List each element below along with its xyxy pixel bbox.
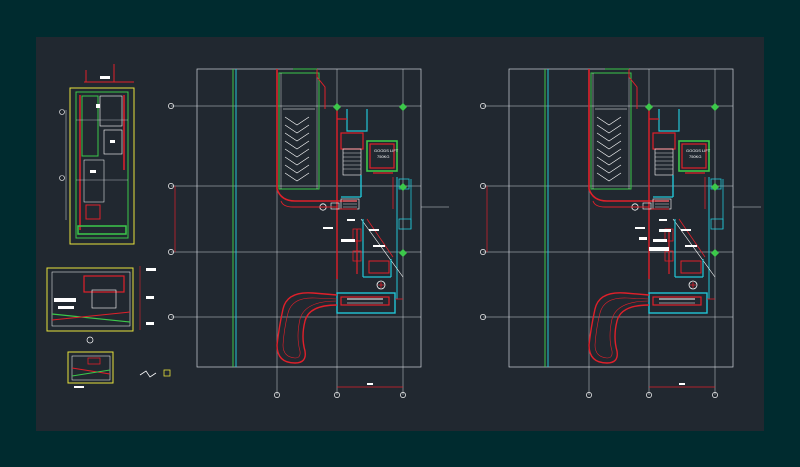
detail-thumbnail-tall: [59, 64, 135, 245]
plan-left-lift-capacity: 750KG: [377, 154, 389, 159]
detail-thumbnail-wide: [46, 266, 156, 344]
plan-right-lift-capacity: 750KG: [689, 154, 701, 159]
drawing-sheet: [36, 37, 764, 431]
detail-thumbnail-small: [67, 351, 171, 388]
plan-right[interactable]: GOODS LIFT 750KG: [479, 68, 762, 399]
plan-left-lift-label: GOODS LIFT: [374, 148, 399, 153]
plan-left[interactable]: GOODS LIFT 750KG: [167, 68, 450, 399]
plan-right-lift-label: GOODS LIFT: [686, 148, 711, 153]
